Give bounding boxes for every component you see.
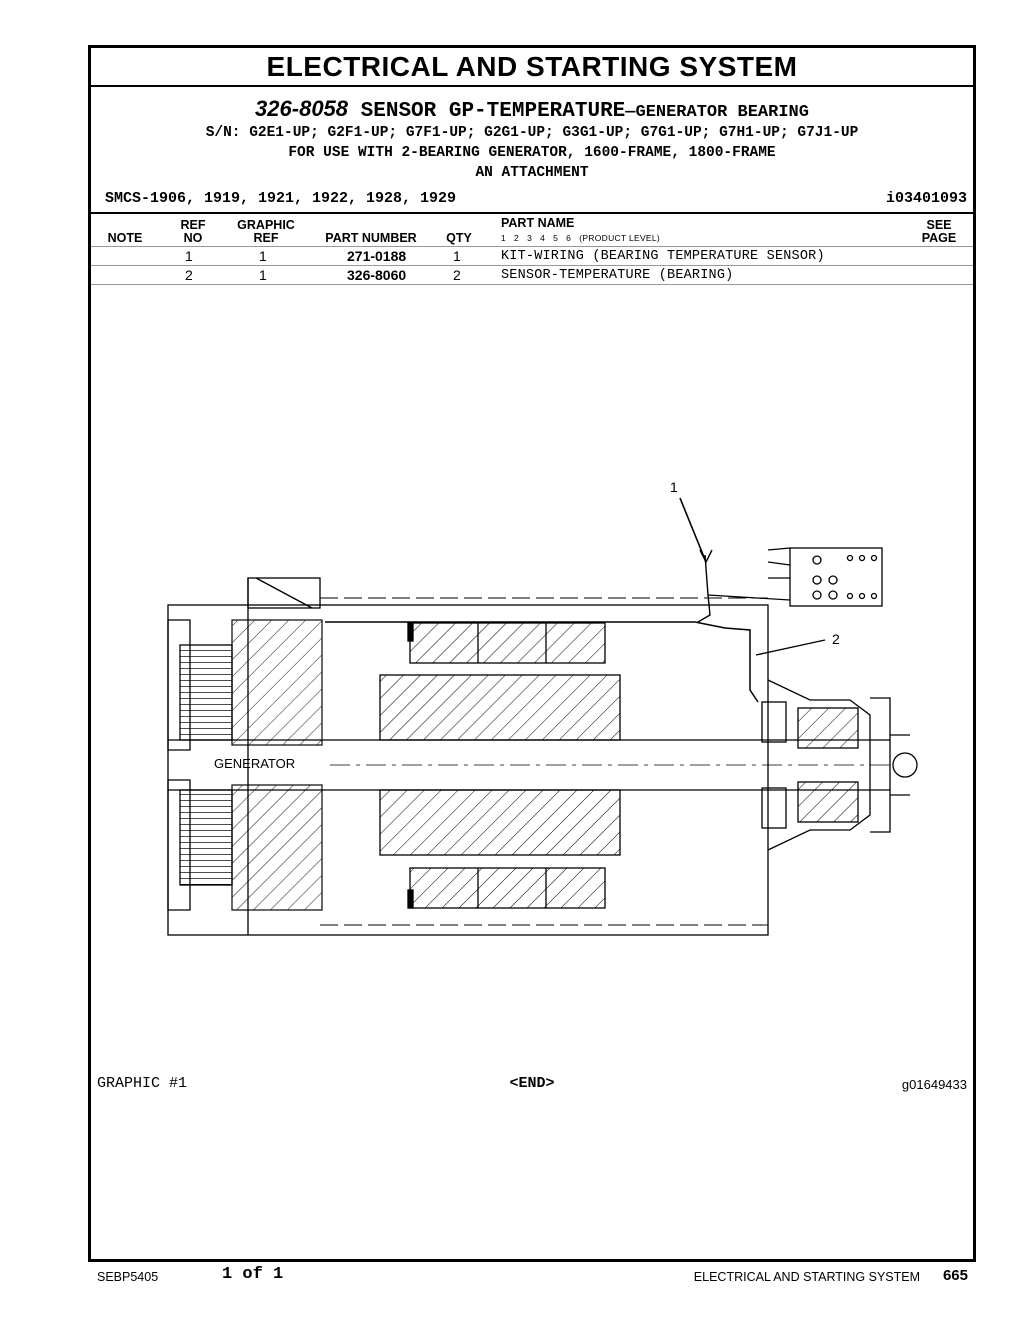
level-3: 3 — [527, 233, 533, 243]
bearing-upper — [797, 707, 859, 749]
header-divider — [91, 212, 973, 214]
table-row-2-qty: 2 — [453, 267, 461, 283]
col-part-number: PART NUMBER — [325, 231, 417, 245]
group-name: SENSOR GP-TEMPERATURE — [360, 100, 626, 123]
level-label: (PRODUCT LEVEL) — [579, 233, 661, 243]
wiring-harness — [325, 621, 759, 703]
attachment-note: AN ATTACHMENT — [475, 165, 589, 181]
table-row-2-part-number[interactable]: 326-8060 — [347, 267, 407, 283]
table-rule — [91, 246, 973, 247]
footer-page-number: 665 — [942, 1267, 968, 1284]
table-row-1-part-number[interactable]: 271-0188 — [347, 248, 407, 264]
table-row-2-part-name: SENSOR-TEMPERATURE (BEARING) — [501, 268, 734, 283]
callout-1-leader — [679, 497, 707, 563]
table-row-1-graphic-ref: 1 — [259, 248, 267, 264]
generator-label: GENERATOR — [214, 756, 295, 771]
col-part-name: PART NAME — [501, 216, 575, 230]
col-see-page-line1: SEE — [926, 218, 952, 232]
footer-page-of: 1 of 1 — [222, 1265, 284, 1284]
generator-drawing: 1 2 GENERATOR — [167, 479, 918, 936]
bearing-housing — [767, 679, 871, 851]
stator-upper — [409, 622, 606, 664]
table-row-1-qty: 1 — [453, 248, 461, 264]
level-5: 5 — [553, 233, 559, 243]
col-ref-no-line1: REF — [180, 218, 206, 232]
page-frame: ELECTRICAL AND STARTING SYSTEM 326-8058 … — [88, 45, 976, 1262]
smcs-codes: SMCS-1906, 1919, 1921, 1922, 1928, 1929 — [105, 190, 457, 207]
col-graphic-ref-line1: GRAPHIC — [237, 218, 295, 232]
bearing-lower — [797, 781, 859, 823]
serial-numbers: S/N: G2E1-UP; G2F1-UP; G7F1-UP; G2G1-UP;… — [205, 125, 859, 141]
level-1: 1 — [501, 233, 507, 243]
graphic-number: g01649433 — [901, 1077, 967, 1092]
section-title: ELECTRICAL AND STARTING SYSTEM — [266, 51, 798, 82]
graphic-label: GRAPHIC #1 — [97, 1075, 188, 1092]
footer-doc: SEBP5405 — [97, 1270, 159, 1284]
table-row-1-ref-no: 1 — [185, 248, 193, 264]
level-2: 2 — [514, 233, 520, 243]
callout-2-leader — [755, 639, 826, 656]
housing-outline — [167, 604, 769, 936]
table-row-1-part-name: KIT-WIRING (BEARING TEMPERATURE SENSOR) — [501, 249, 825, 264]
group-title: 326-8058 SENSOR GP-TEMPERATURE—GENERATOR… — [91, 96, 973, 123]
table-row-2-ref-no: 2 — [185, 267, 193, 283]
table-rule — [91, 284, 973, 285]
col-note: NOTE — [107, 231, 143, 245]
end-label: <END> — [509, 1075, 555, 1092]
level-6: 6 — [566, 233, 572, 243]
document-id: i03401093 — [885, 190, 967, 207]
table-row-2-graphic-ref: 1 — [259, 267, 267, 283]
col-qty: QTY — [446, 231, 472, 245]
col-see-page: SEE PAGE — [909, 219, 969, 245]
table-rule — [91, 265, 973, 266]
col-ref-no: REF NO — [171, 219, 215, 245]
end-shield — [167, 619, 191, 911]
footer-section: ELECTRICAL AND STARTING SYSTEM — [693, 1270, 920, 1284]
fan-upper — [179, 644, 233, 741]
level-4: 4 — [540, 233, 546, 243]
terminal-block — [789, 547, 883, 607]
col-ref-no-line2: NO — [183, 231, 203, 245]
stator-lower — [409, 867, 606, 909]
callout-1: 1 — [670, 479, 678, 495]
rotor-lower — [379, 789, 621, 856]
top-bracket — [247, 577, 321, 609]
col-see-page-line2: PAGE — [921, 231, 957, 245]
usage-note: FOR USE WITH 2-BEARING GENERATOR, 1600-F… — [288, 145, 776, 161]
fan-lower — [179, 789, 233, 886]
col-graphic-ref-line2: REF — [253, 231, 279, 245]
rotor-upper — [379, 674, 621, 741]
col-graphic-ref: GRAPHIC REF — [231, 219, 301, 245]
title-divider — [91, 85, 973, 87]
group-number: 326-8058 — [255, 96, 349, 121]
group-suffix: —GENERATOR BEARING — [625, 103, 809, 122]
callout-2: 2 — [832, 631, 840, 647]
